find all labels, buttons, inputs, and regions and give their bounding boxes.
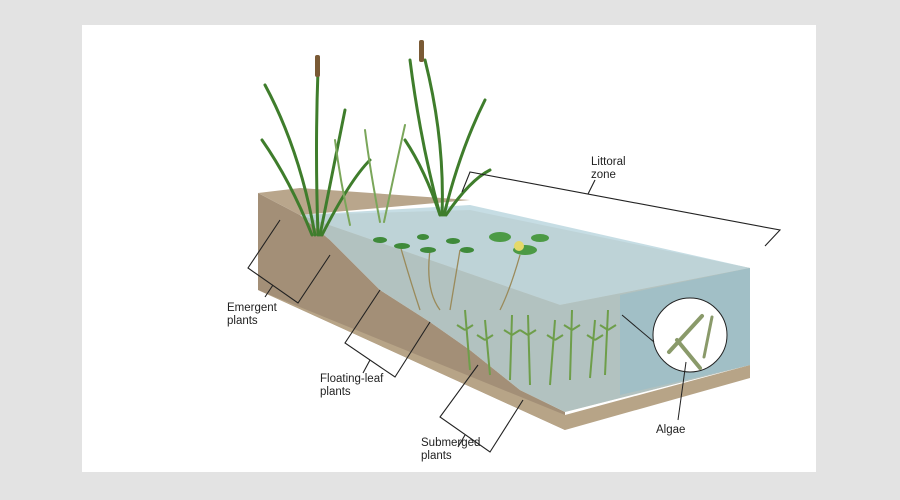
- label-line: Floating-leaf: [320, 373, 384, 385]
- algae-filament: [675, 338, 702, 370]
- submerged-plants: [456, 309, 617, 386]
- submerged-bracket: [439, 364, 524, 453]
- label-line: plants: [320, 386, 351, 398]
- floating-leaf-plants: [373, 232, 549, 311]
- algae-magnifier: [652, 297, 728, 373]
- algae-filament: [667, 314, 704, 354]
- label-line: Submerged: [421, 437, 481, 449]
- lily-flower: [514, 241, 524, 251]
- littoral-bracket: [461, 171, 782, 247]
- cattail-head: [419, 40, 424, 62]
- sediment-bottom-edge: [258, 290, 750, 430]
- cattail-head: [315, 55, 320, 77]
- algae-label: Algae: [656, 424, 686, 436]
- label-line: zone: [591, 169, 616, 181]
- label-line: plants: [227, 315, 258, 327]
- label-line: plants: [421, 450, 452, 462]
- sediment-cross-section: [258, 193, 565, 430]
- label-brackets: [247, 171, 782, 453]
- label-line: Littoral: [591, 156, 626, 168]
- emergent-plants: [260, 58, 492, 237]
- label-line: Emergent: [227, 302, 277, 314]
- algae-filament: [702, 315, 714, 359]
